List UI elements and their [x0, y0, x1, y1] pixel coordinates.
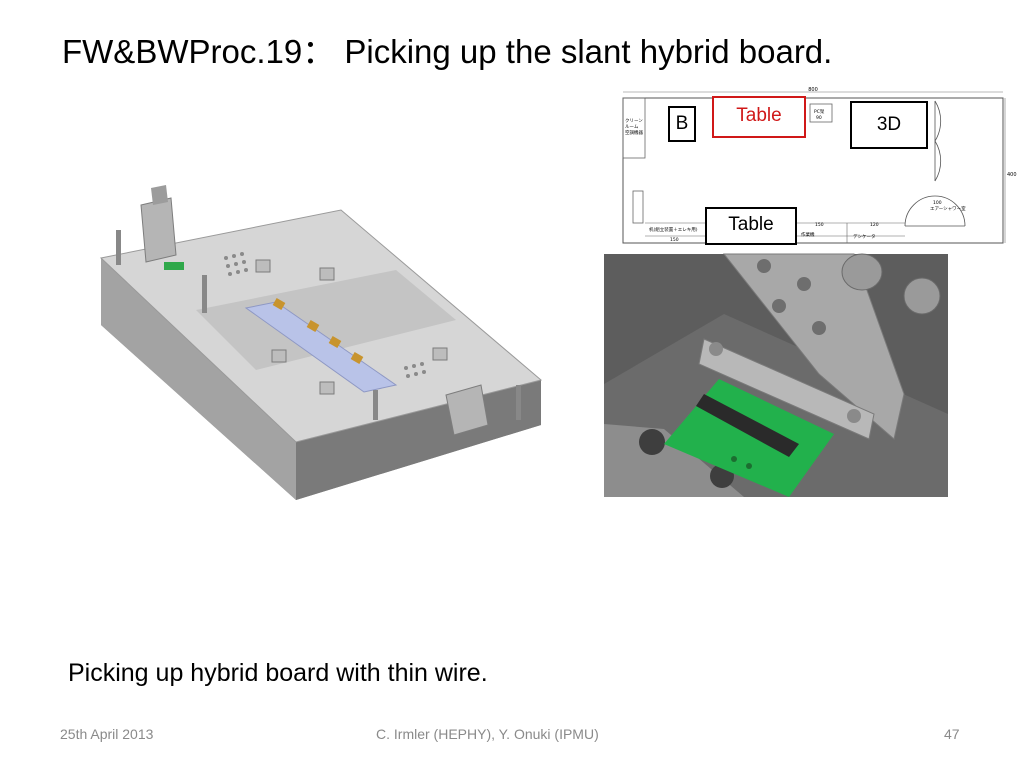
floor-plan-label-table-highlight: Table	[712, 96, 806, 138]
footer-authors: C. Irmler (HEPHY), Y. Onuki (IPMU)	[376, 726, 599, 742]
plan-dim-left-block: 150	[670, 237, 679, 243]
slide-title: FW&BWProc.19： Picking up the slant hybri…	[62, 33, 833, 70]
plan-dim-right: 400	[1007, 172, 1017, 178]
footer-page-number: 47	[944, 726, 960, 742]
plan-pc-rack-dim: 90	[816, 115, 822, 121]
jig-cad-figure	[96, 180, 546, 505]
plan-dim-mid-block: 150	[815, 222, 824, 228]
plan-workbench: 机(組立装置＋エレキ用)	[649, 226, 698, 233]
plan-desiccator: デシケータ	[853, 233, 876, 240]
plan-work-machine: 作業機	[801, 231, 815, 238]
footer-date: 25th April 2013	[60, 726, 154, 742]
plan-dim-shower: 100	[933, 200, 942, 206]
slide-caption: Picking up hybrid board with thin wire.	[68, 659, 488, 687]
floor-plan-label-table: Table	[705, 207, 797, 245]
plan-air-shower: エアーシャワー室	[930, 205, 966, 212]
plan-dim-top: 800	[808, 87, 818, 93]
floor-plan-label-b: B	[668, 106, 696, 142]
jig-cad-drawing	[99, 185, 543, 500]
closeup-drawing	[604, 253, 948, 497]
plan-clean-room-1: クリーン	[625, 118, 643, 124]
floor-plan-label-3d: 3D	[850, 101, 928, 149]
plan-clean-room-3: 空調機器	[625, 129, 643, 136]
closeup-render	[604, 253, 948, 497]
plan-clean-room-2: ルーム	[625, 124, 639, 130]
plan-dim-right-block: 120	[870, 222, 879, 228]
plan-pc-rack: PC架	[814, 109, 825, 115]
